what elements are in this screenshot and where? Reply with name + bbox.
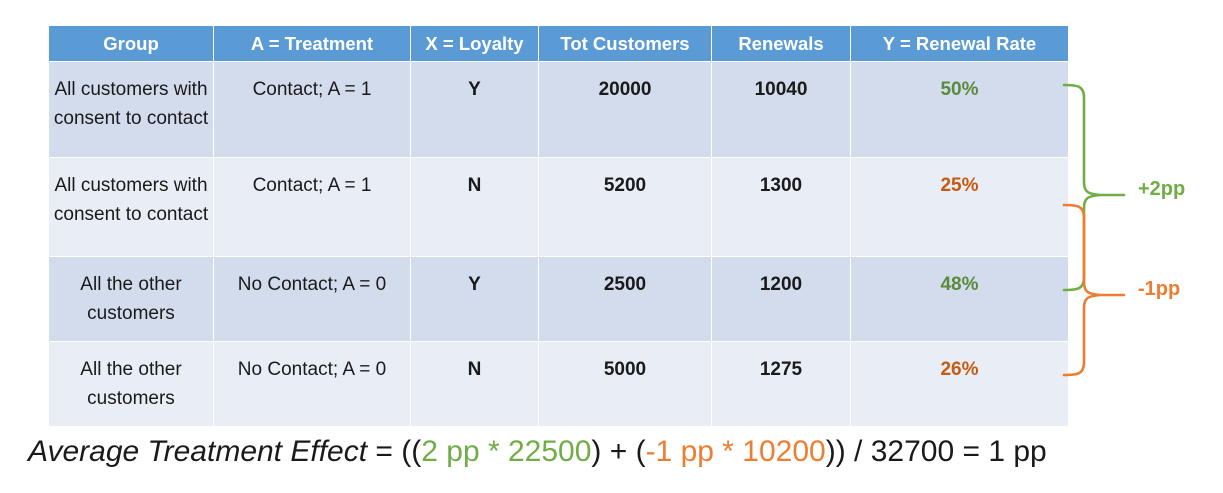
cell-group: All the other customers [48,256,214,342]
table-row: All customers with consent to contact Co… [48,157,1069,257]
brace-green [1062,83,1102,292]
brace-orange [1062,203,1102,377]
cell-loyalty: Y [410,61,539,158]
cell-customers: 20000 [538,61,712,158]
table-row: All customers with consent to contact Co… [48,61,1069,158]
table-body: All customers with consent to contact Co… [48,61,1069,427]
cell-loyalty: Y [410,256,539,342]
column-header-renewals: Renewals [711,25,851,62]
formula-green-term: 2 pp * 22500 [421,435,592,468]
cell-renewals: 1275 [711,341,851,427]
cell-renewals: 1300 [711,157,851,257]
cell-customers: 5000 [538,341,712,427]
cell-renewal-rate: 25% [850,157,1069,257]
cell-renewals: 1200 [711,256,851,342]
brace-label-orange: -1pp [1138,278,1181,300]
cell-group: All customers with consent to contact [48,61,214,158]
cell-renewal-rate: 26% [850,341,1069,427]
column-header-treatment: A = Treatment [213,25,411,62]
cell-customers: 5200 [538,157,712,257]
cell-customers: 2500 [538,256,712,342]
formula-lead: Average Treatment Effect [28,435,368,468]
column-header-group: Group [48,25,214,62]
formula-eq-open: = (( [367,435,422,468]
column-header-loyalty: X = Loyalty [410,25,539,62]
cell-renewal-rate: 48% [850,256,1069,342]
column-header-rate: Y = Renewal Rate [850,25,1069,62]
renewal-rate-table: Group A = Treatment X = Loyalty Tot Cust… [48,25,1069,427]
cell-treatment: Contact; A = 1 [213,157,411,257]
formula-tail: )) / 32700 = 1 pp [825,435,1047,468]
formula-mid: ) + ( [591,435,646,468]
cell-treatment: No Contact; A = 0 [213,341,411,427]
cell-treatment: Contact; A = 1 [213,61,411,158]
cell-loyalty: N [410,157,539,257]
brace-label-green: +2pp [1138,178,1186,200]
brace-svg [1062,83,1126,377]
average-treatment-effect-formula: Average Treatment Effect = ((2 pp * 2250… [28,432,1047,472]
formula-orange-term: -1 pp * 10200 [645,435,826,468]
table-header-row: Group A = Treatment X = Loyalty Tot Cust… [48,25,1069,62]
table-row: All the other customers No Contact; A = … [48,256,1069,342]
cell-group: All customers with consent to contact [48,157,214,257]
cell-group: All the other customers [48,341,214,427]
cell-treatment: No Contact; A = 0 [213,256,411,342]
brace-annotation-layer: +2pp -1pp [1062,0,1223,400]
table-header: Group A = Treatment X = Loyalty Tot Cust… [48,25,1069,62]
cell-loyalty: N [410,341,539,427]
column-header-customers: Tot Customers [538,25,712,62]
cell-renewal-rate: 50% [850,61,1069,158]
table-row: All the other customers No Contact; A = … [48,341,1069,427]
cell-renewals: 10040 [711,61,851,158]
